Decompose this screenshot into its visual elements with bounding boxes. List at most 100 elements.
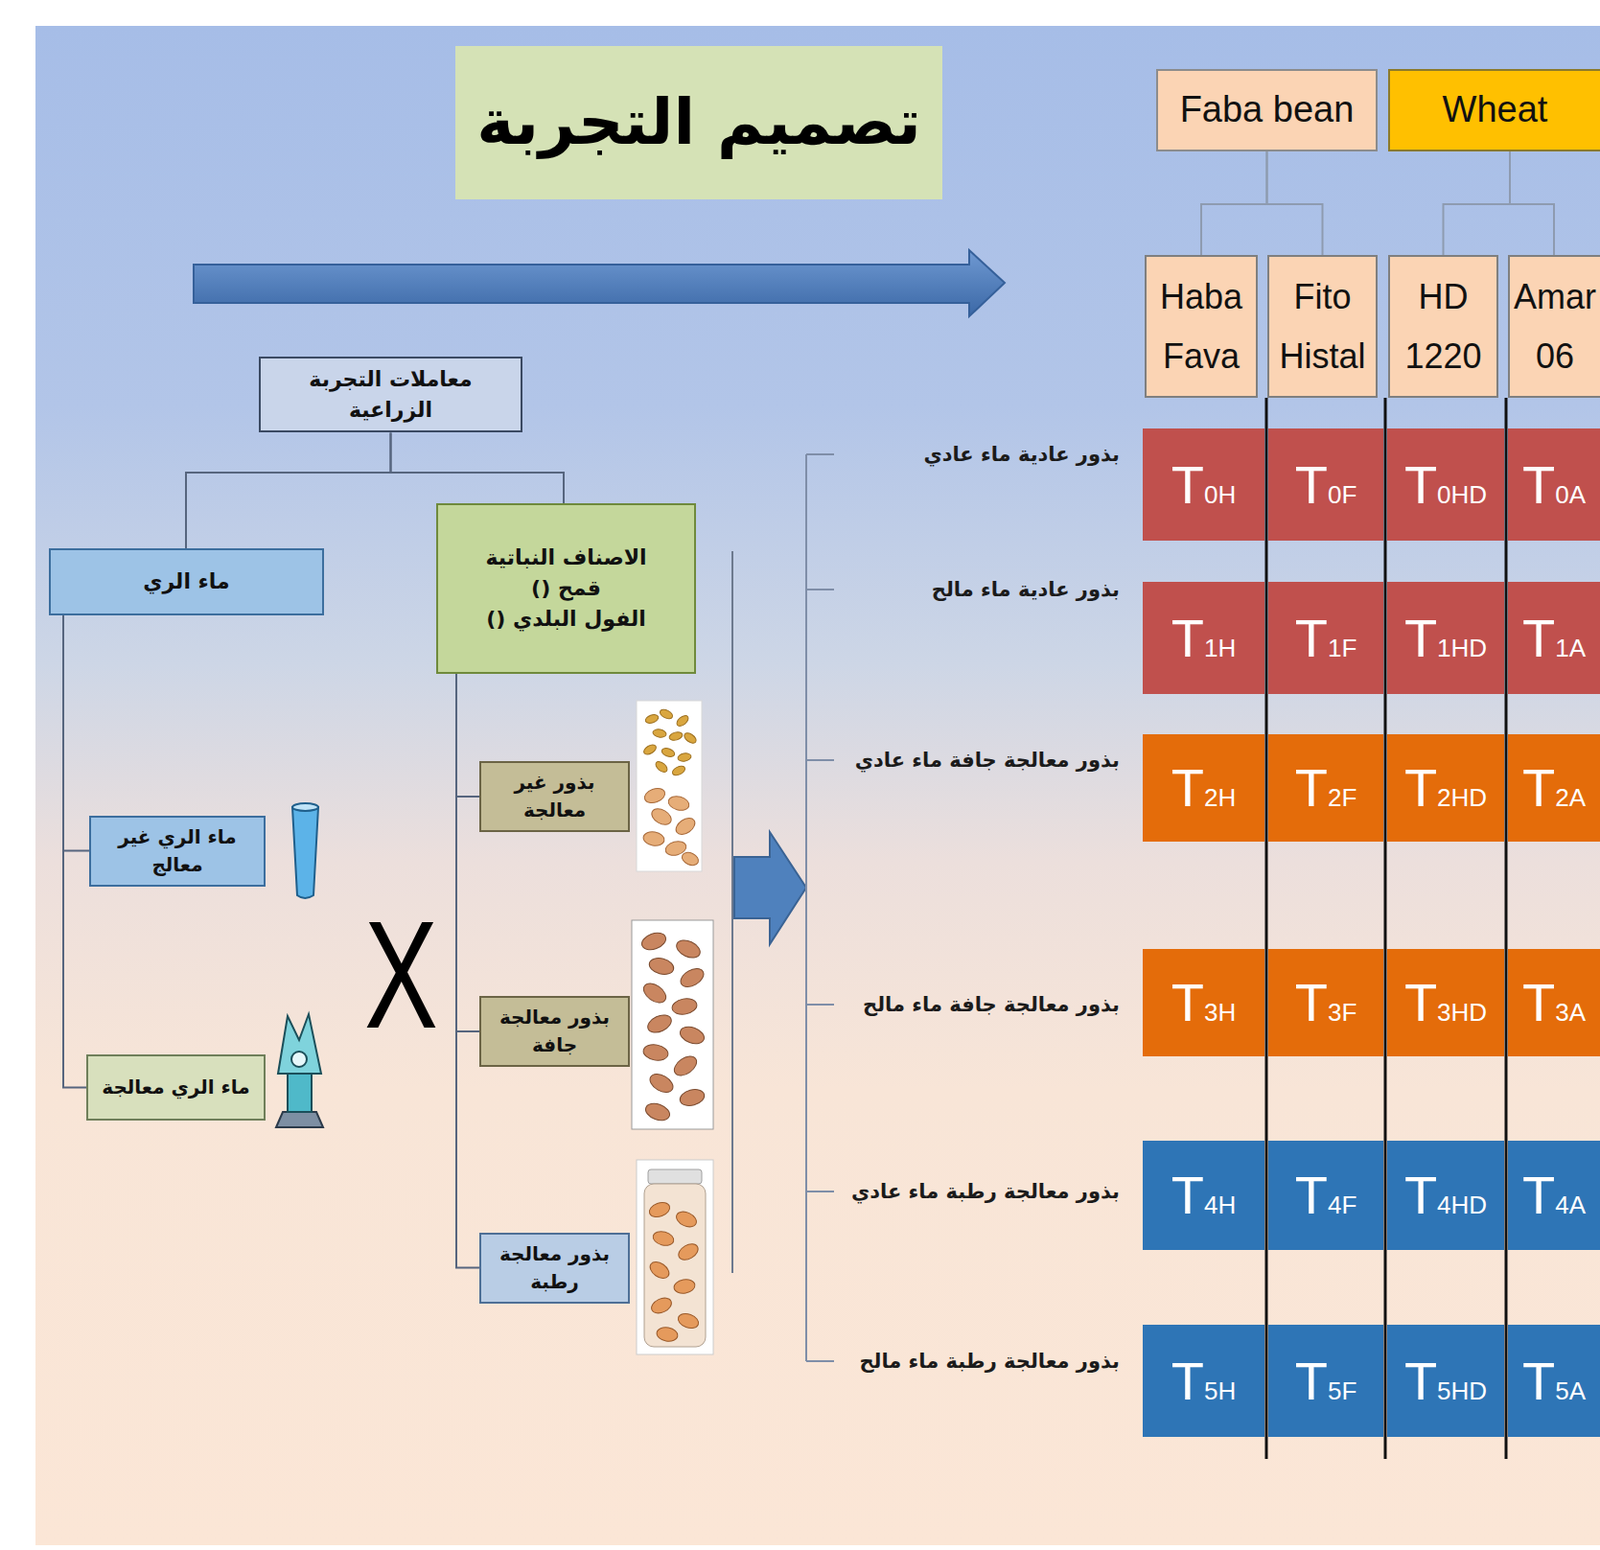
cell-label: T5F bbox=[1295, 1354, 1358, 1409]
bean bbox=[675, 1311, 700, 1332]
category-box: الاصناف النباتيةقمح ()الفول البلدي () bbox=[436, 503, 696, 674]
picture-frame bbox=[631, 920, 714, 1130]
node-subtext: قمح () bbox=[531, 573, 602, 604]
treatment-subscript: 3H bbox=[1204, 997, 1236, 1027]
bean bbox=[649, 1295, 674, 1317]
icon-base bbox=[276, 1112, 324, 1128]
treatment-letter: T bbox=[1295, 1164, 1328, 1226]
grain bbox=[676, 752, 692, 763]
cell-label: T1A bbox=[1522, 611, 1586, 666]
treatment-letter: T bbox=[1295, 454, 1328, 515]
grain bbox=[668, 730, 684, 742]
treatment-subscript: 5F bbox=[1327, 1376, 1357, 1406]
bracket-tick bbox=[806, 588, 835, 591]
cell-label: T0F bbox=[1295, 458, 1358, 512]
bean bbox=[677, 965, 708, 992]
treatment-cell: T3F bbox=[1268, 949, 1384, 1057]
treatment-letter: T bbox=[1171, 607, 1205, 669]
beans bbox=[642, 786, 701, 869]
treatment-letter: T bbox=[1171, 972, 1205, 1033]
grain bbox=[682, 731, 698, 746]
cell-label: T0HD bbox=[1404, 458, 1487, 512]
treatment-letter: T bbox=[1295, 757, 1328, 818]
treatment-subscript: 4HD bbox=[1437, 1190, 1487, 1220]
flow-arrow bbox=[193, 250, 1005, 317]
bean bbox=[647, 1258, 673, 1282]
bracket-tick bbox=[806, 1190, 835, 1193]
tree-connector bbox=[456, 673, 480, 1032]
title-text: تصميم التجربة bbox=[476, 84, 922, 161]
bracket bbox=[806, 454, 835, 1362]
grain bbox=[660, 746, 676, 759]
bean bbox=[645, 1011, 674, 1036]
combination-label: بذور معالجة جافة ماء عادي bbox=[855, 747, 1120, 774]
treatment-letter: T bbox=[1522, 972, 1555, 1033]
combination-label: بذور معالجة رطبة ماء مالح bbox=[858, 1348, 1120, 1375]
cell-label: T3H bbox=[1171, 975, 1236, 1030]
cell-label: T5A bbox=[1522, 1354, 1586, 1409]
water-glass-icon bbox=[292, 803, 319, 899]
tree-connector bbox=[1267, 151, 1323, 256]
treatment-subscript: 0A bbox=[1554, 480, 1586, 510]
treatment-subscript: 4H bbox=[1204, 1190, 1236, 1220]
dry-treated-seeds-picture bbox=[631, 920, 714, 1130]
treatment-subscript: 2F bbox=[1327, 783, 1357, 812]
treatment-cell: T5HD bbox=[1387, 1324, 1505, 1438]
treatment-cell: T4F bbox=[1268, 1140, 1384, 1251]
column-line bbox=[1505, 397, 1508, 1460]
cell-label: T3F bbox=[1295, 975, 1358, 1030]
treatment-subscript: 3A bbox=[1554, 997, 1586, 1027]
multiply-sign: X bbox=[363, 898, 438, 1052]
tree-connector bbox=[1443, 151, 1511, 256]
bean bbox=[643, 1100, 673, 1124]
jar-lid bbox=[648, 1169, 702, 1184]
treatment-letter: T bbox=[1404, 757, 1438, 818]
treatment-letter: T bbox=[1171, 454, 1205, 515]
cell-label: T5HD bbox=[1404, 1354, 1487, 1409]
grain bbox=[642, 742, 658, 757]
grain bbox=[658, 707, 674, 720]
tree-connector bbox=[63, 615, 90, 852]
treatment-subscript: 0HD bbox=[1437, 480, 1487, 510]
combination-label: بذور عادية ماء عادي bbox=[923, 441, 1120, 468]
bean bbox=[673, 1208, 699, 1230]
combination-label: بذور معالجة رطبة ماء عادي bbox=[851, 1179, 1120, 1206]
bean bbox=[672, 814, 698, 838]
treatment-subscript: 1H bbox=[1204, 633, 1236, 663]
treatment-letter: T bbox=[1171, 757, 1205, 818]
combination-label: بذور عادية ماء مالح bbox=[931, 577, 1120, 603]
table-column-lines bbox=[1266, 397, 1507, 1460]
seed-box: بذور غير معالجة bbox=[479, 761, 630, 833]
variety-box: HD 1220 bbox=[1388, 255, 1499, 398]
treatment-letter: T bbox=[1522, 757, 1555, 818]
treatment-letter: T bbox=[1404, 607, 1438, 669]
column-line bbox=[1265, 397, 1269, 1460]
treatment-cell: T5A bbox=[1507, 1324, 1600, 1438]
treatment-letter: T bbox=[1404, 454, 1438, 515]
treatment-cell: T4A bbox=[1507, 1140, 1600, 1251]
treatment-subscript: 3F bbox=[1327, 997, 1357, 1027]
treatment-letter: T bbox=[1404, 1164, 1438, 1226]
bean bbox=[672, 1277, 696, 1296]
treatment-subscript: 1A bbox=[1554, 633, 1586, 663]
node-text: Faba bean bbox=[1180, 88, 1355, 133]
divider-line bbox=[731, 551, 734, 1274]
treatment-cell: T2A bbox=[1507, 734, 1600, 842]
water-box: ماء الري غير معالج bbox=[89, 815, 266, 887]
column-line bbox=[1384, 397, 1388, 1460]
treatment-letter: T bbox=[1522, 1164, 1555, 1226]
node-text: بذور معالجة رطبة bbox=[488, 1240, 621, 1297]
node-text: بذور غير معالجة bbox=[488, 768, 621, 825]
cell-label: T2A bbox=[1522, 761, 1586, 815]
cell-label: T0H bbox=[1171, 458, 1236, 512]
category-box: ماء الري bbox=[48, 548, 325, 616]
grain bbox=[674, 713, 691, 728]
treatment-cell: T2H bbox=[1142, 734, 1265, 842]
bean bbox=[642, 1043, 670, 1063]
tree-connector bbox=[1509, 151, 1554, 256]
treatment-cell: T2HD bbox=[1387, 734, 1505, 842]
cell-label: T4H bbox=[1171, 1168, 1236, 1223]
treatment-cell: T1F bbox=[1268, 581, 1384, 695]
node-text: معاملات التجربة الزراعية bbox=[268, 364, 513, 426]
seed-box: بذور معالجة رطبة bbox=[479, 1232, 630, 1304]
